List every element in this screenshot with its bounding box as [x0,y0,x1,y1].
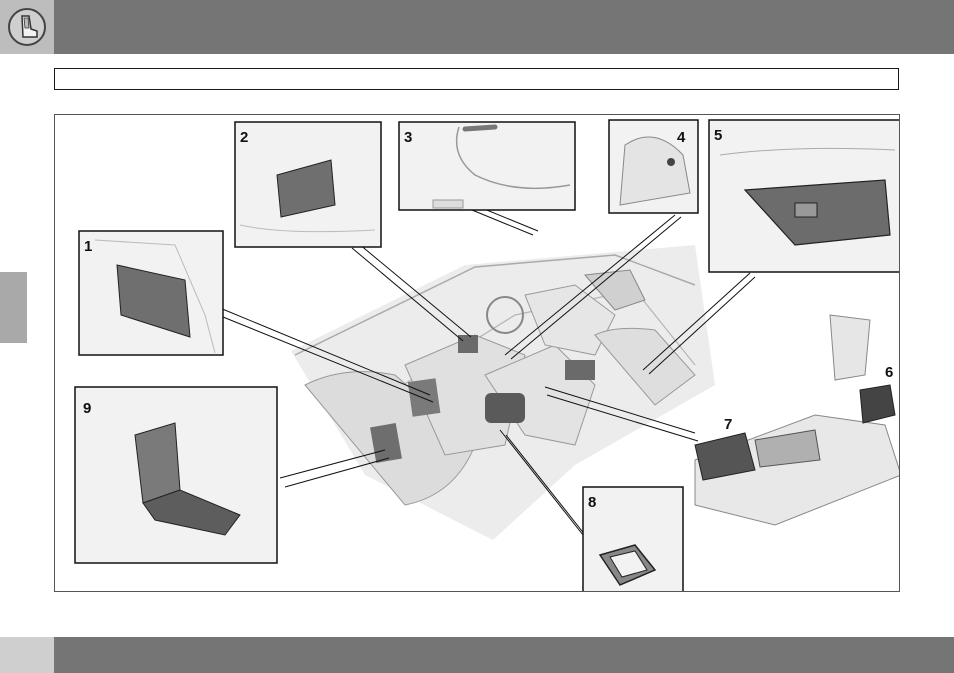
callout-5: 5 [714,127,722,144]
seat-icon [7,7,47,47]
bottom-bar [54,637,954,673]
inset-5 [709,120,900,272]
callout-1: 1 [84,238,92,255]
inset-1 [79,231,223,355]
inset-8 [583,487,683,592]
storage-compartments-illustration: 1 2 3 4 5 6 7 8 9 [54,114,900,592]
inset-9 [75,387,277,563]
callout-9: 9 [83,400,91,417]
callout-2: 2 [240,129,248,146]
top-bar [0,0,954,54]
callout-8: 8 [588,494,596,511]
inset-3 [399,122,575,210]
callout-6: 6 [885,364,893,381]
seat-icon-box [0,0,54,54]
side-chapter-tab [0,272,27,343]
inset-2 [235,122,381,247]
callout-7: 7 [724,416,732,433]
callout-3: 3 [404,129,412,146]
page-number-box [0,637,54,673]
section-header-box [54,68,899,90]
callout-4: 4 [677,129,686,146]
